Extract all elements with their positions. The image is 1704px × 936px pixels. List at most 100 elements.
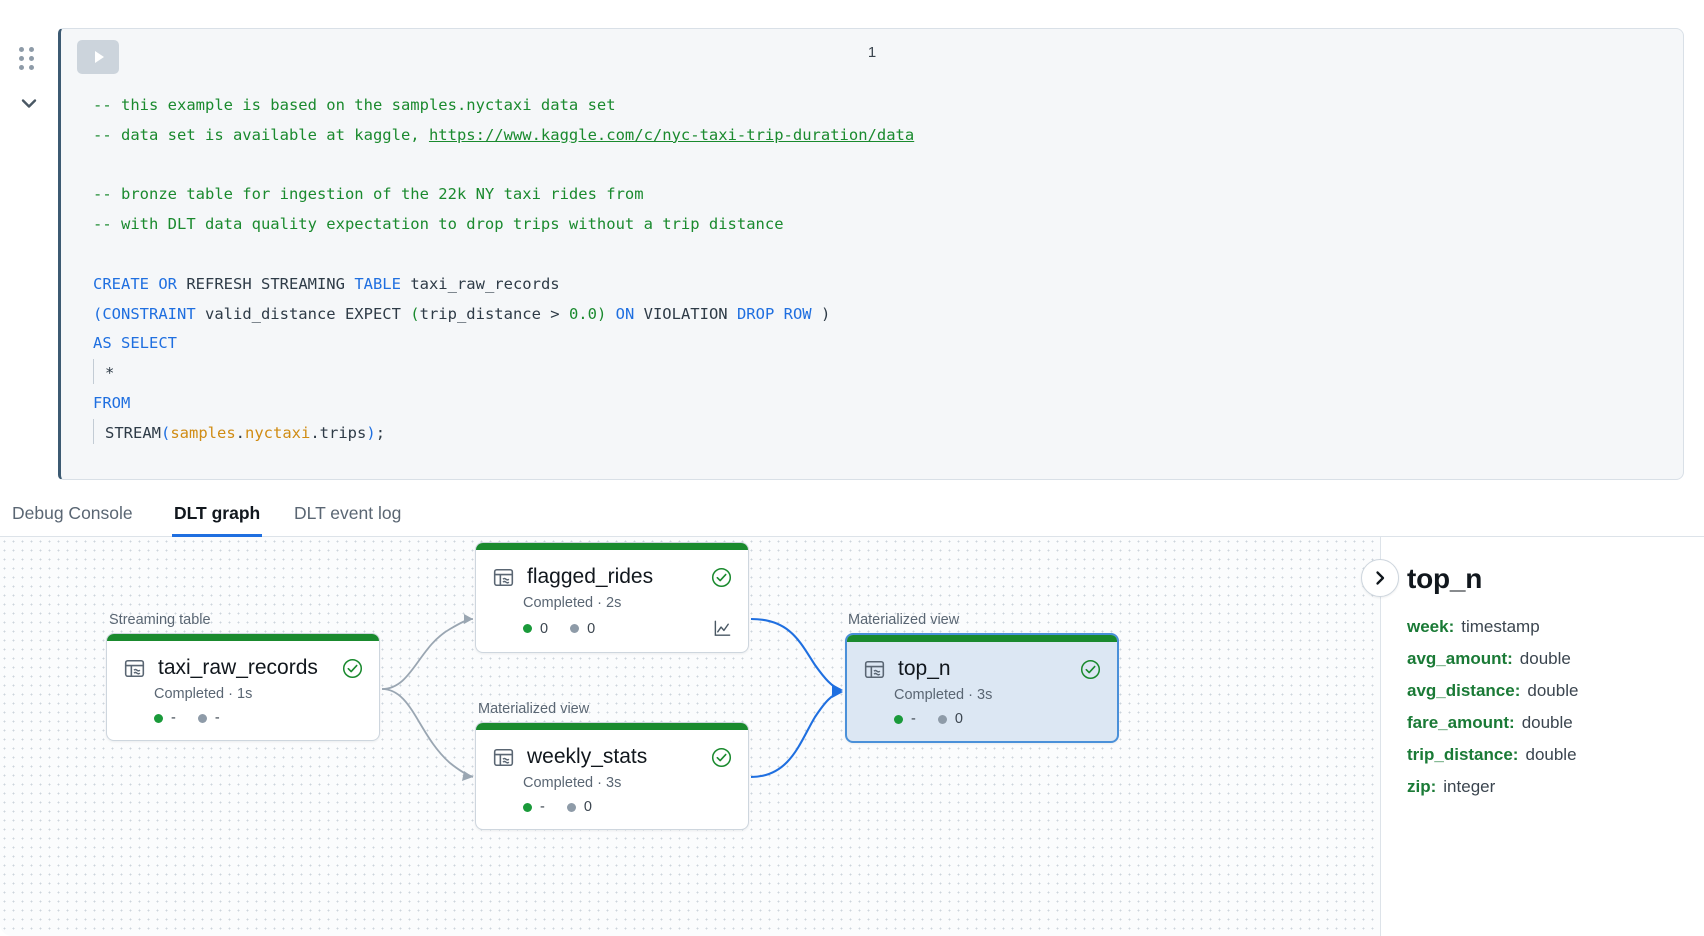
node-status-bar — [476, 723, 748, 730]
code-cell-toolbar: 1 — [61, 29, 1683, 87]
node-card[interactable]: taxi_raw_records Completed · 1s-- — [106, 633, 380, 741]
code-token: ) — [596, 304, 607, 323]
code-line: -- with DLT data quality expectation to … — [93, 210, 1671, 240]
table-icon — [124, 659, 145, 677]
schema-field-type: timestamp — [1461, 617, 1540, 636]
metric-success: - — [523, 799, 545, 815]
node-card[interactable]: top_n Completed · 3s - 0 — [845, 633, 1119, 743]
node-name: flagged_rides — [527, 565, 654, 588]
metric-gray-dot — [937, 714, 947, 724]
code-token: trip_distance > — [419, 304, 569, 323]
metric-green-value: 0 — [540, 620, 549, 637]
code-line: CREATE OR REFRESH STREAMING TABLE taxi_r… — [93, 270, 1671, 300]
code-token: ) — [811, 304, 831, 323]
code-line: -- bronze table for ingestion of the 22k… — [93, 180, 1671, 210]
node-type-label: Materialized view — [478, 701, 590, 717]
code-token: TABLE — [354, 274, 401, 293]
metric-dropped: 0 — [937, 711, 963, 727]
metric-success: - — [154, 710, 176, 726]
node-status-bar — [476, 543, 748, 550]
chevron-right-icon — [1376, 571, 1385, 585]
code-token: DROP ROW — [736, 304, 812, 323]
code-token: valid_distance EXPECT — [195, 304, 411, 323]
code-token: FROM — [93, 393, 131, 412]
code-token: STREAM — [105, 423, 161, 442]
node-status-text: Completed · 3s — [894, 687, 993, 703]
run-cell-button[interactable] — [77, 40, 119, 74]
metric-green-dot — [894, 714, 903, 724]
metric-green-dot — [154, 713, 163, 723]
status-success-icon — [1080, 659, 1101, 679]
schema-row: fare_amount:double — [1407, 713, 1682, 733]
node-metrics: -0 — [476, 791, 748, 829]
code-token: -- this example is based on the samples.… — [93, 96, 616, 114]
code-link[interactable]: https://www.kaggle.com/c/nyc-taxi-trip-d… — [428, 125, 915, 144]
code-token: -- with DLT data quality expectation to … — [93, 215, 784, 234]
code-line: * — [93, 359, 1671, 389]
schema-row: zip: integer — [1407, 777, 1682, 797]
metric-dropped: - — [197, 710, 220, 726]
schema-field-name: zip: — [1407, 777, 1437, 796]
grip-dots-icon[interactable] — [17, 45, 41, 70]
code-token: . — [235, 423, 246, 442]
metric-gray-dot — [570, 624, 580, 633]
metric-green-dot — [523, 624, 532, 633]
code-line: AS SELECT — [93, 329, 1671, 359]
node-metrics: -- — [107, 702, 379, 740]
metric-gray-value: 0 — [583, 799, 592, 815]
metric-green-dot — [523, 802, 532, 812]
play-icon — [94, 51, 104, 63]
panel-collapse-button[interactable] — [1361, 559, 1399, 597]
node-status-text: Completed · 1s — [154, 686, 253, 702]
metric-green-value: - — [540, 799, 545, 815]
code-token: ; — [375, 423, 386, 442]
schema-field-type: integer — [1443, 777, 1496, 796]
schema-row: avg_amount:double — [1407, 649, 1682, 669]
node-name: top_n — [898, 657, 951, 680]
tab-debug-console[interactable]: Debug Console — [12, 502, 133, 523]
code-line: -- data set is available at kaggle, http… — [93, 121, 1671, 151]
graph-node-top_n[interactable]: Materialized view top_n Completed · 3s-0 — [845, 612, 1119, 743]
node-card[interactable]: weekly_stats Completed · 3s-0 — [475, 722, 749, 830]
graph-node-flagged_rides[interactable]: Streaming table flagged_rides Completed … — [475, 537, 749, 653]
tab-dlt-graph[interactable]: DLT graph — [172, 489, 263, 537]
details-panel-title: top_n — [1407, 563, 1483, 594]
metrics-chart-icon[interactable] — [713, 619, 732, 638]
metric-green-value: - — [171, 710, 176, 726]
schema-field-type: double — [1525, 745, 1577, 764]
node-header: taxi_raw_records — [107, 641, 379, 680]
code-editor-content[interactable]: -- this example is based on the samples.… — [93, 91, 1671, 471]
graph-node-taxi_raw_records[interactable]: Streaming table taxi_raw_records Complet… — [106, 612, 380, 741]
code-token: taxi_raw_records — [400, 274, 560, 293]
code-token: (CONSTRAINT — [93, 304, 196, 323]
code-token: nyctaxi — [245, 423, 311, 442]
schema-field-type: double — [1527, 681, 1579, 700]
dlt-graph-canvas[interactable]: Streaming table taxi_raw_records Complet… — [0, 537, 1380, 936]
metric-gray-value: 0 — [954, 711, 963, 727]
code-line: -- this example is based on the samples.… — [93, 91, 1671, 121]
metric-green-value: - — [911, 711, 916, 727]
node-name: taxi_raw_records — [158, 656, 318, 679]
schema-row: trip_distance:double — [1407, 745, 1682, 765]
schema-field-name: avg_distance: — [1407, 681, 1521, 700]
graph-node-weekly_stats[interactable]: Materialized view weekly_stats Completed… — [475, 701, 749, 830]
metric-gray-value: - — [214, 710, 220, 726]
code-line: (CONSTRAINT valid_distance EXPECT (trip_… — [93, 300, 1671, 330]
node-status-text: Completed · 3s — [523, 775, 622, 791]
code-token: ( — [410, 304, 420, 323]
table-icon — [493, 748, 514, 766]
schema-field-name: avg_amount: — [1407, 649, 1513, 668]
tab-dlt-event-log[interactable]: DLT event log — [294, 502, 402, 523]
code-token: -- data set is available at kaggle, — [93, 125, 429, 144]
code-token: 0.0 — [568, 304, 597, 323]
chevron-down-icon[interactable] — [16, 90, 42, 116]
node-status-text: Completed · 2s — [523, 595, 622, 611]
table-icon — [493, 568, 514, 586]
metric-gray-dot — [566, 802, 576, 812]
metric-dropped: 0 — [570, 621, 595, 637]
